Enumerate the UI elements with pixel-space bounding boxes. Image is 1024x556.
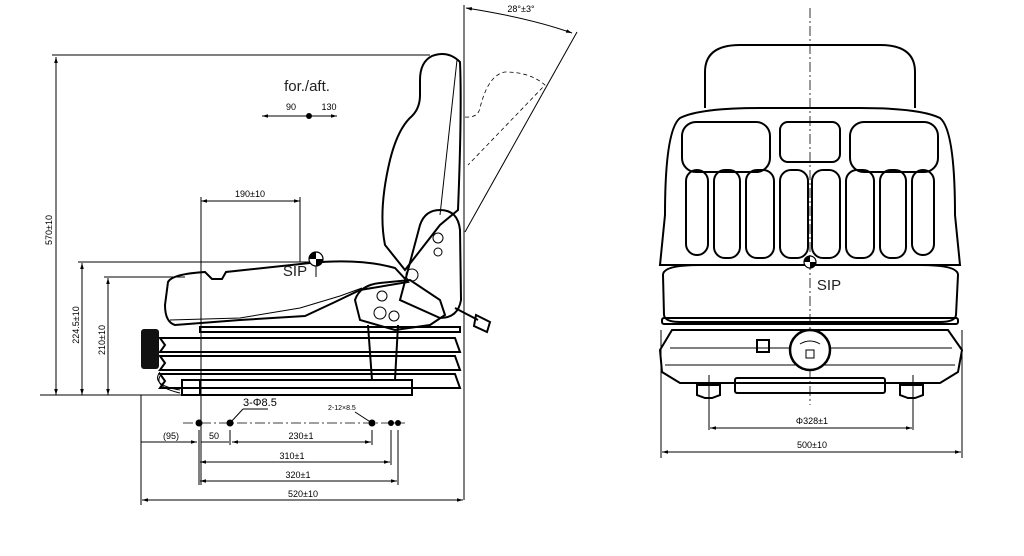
sip-label-side: SIP (283, 263, 307, 280)
dim-50-label: 50 (209, 431, 219, 441)
hinge-bolt (433, 247, 443, 257)
suspension-base-front (734, 377, 886, 394)
backrest-ribs (685, 169, 935, 259)
seat-rail (199, 326, 461, 333)
height-lever (756, 339, 770, 353)
mechanism-bolt (376, 290, 388, 302)
dim-310-label: 310±1 (280, 451, 305, 461)
backrest-body (658, 107, 962, 266)
overall-depth-label: 520±10 (288, 489, 318, 499)
backrest-panel-center (779, 121, 841, 163)
sip-offset-label: 190±10 (235, 189, 265, 199)
seat-cushion-front (661, 264, 960, 323)
front-view: SIP Φ328±1 500±10 (658, 8, 964, 458)
holes-note-2: 2-12×8.5 (328, 405, 356, 412)
mounting-slot (395, 420, 401, 426)
dim-230-label: 230±1 (289, 431, 314, 441)
mechanism-bolt (373, 306, 387, 320)
seat-pan-line (169, 287, 363, 321)
weight-adjust-knob (141, 329, 159, 369)
backrest-top (704, 44, 916, 108)
suspension-bellows-upper (158, 337, 462, 353)
mount-foot-left (696, 384, 721, 399)
hinge-bolt (405, 268, 419, 282)
suspension-handle (367, 324, 399, 381)
dim-320-label: 320±1 (286, 470, 311, 480)
side-view: 570±10 224.5±10 210±10 28°±3° for./aft. … (40, 4, 578, 505)
mounting-hole (195, 419, 203, 427)
weight-indicator (805, 349, 815, 359)
bolt-spacing-label: Φ328±1 (796, 416, 828, 426)
backrest-seam (439, 59, 458, 216)
backrest-panel-left (681, 121, 771, 173)
backrest-outline (381, 53, 462, 272)
air-hose (157, 371, 181, 394)
overall-height-label: 570±10 (44, 215, 54, 245)
suspension-bellows-middle (158, 355, 462, 371)
fore-travel-label: 90 (286, 102, 296, 112)
seat-rail-front (661, 317, 959, 325)
sip-marker-front (803, 255, 817, 269)
recline-angle-label: 28°±3° (507, 4, 535, 14)
suspension-bellows-lower (158, 373, 462, 389)
cushion-height-label: 210±10 (97, 325, 107, 355)
leader-line (229, 408, 244, 424)
sip-marker (308, 251, 324, 277)
backrest-panel-right (849, 121, 939, 173)
aft-travel-label: 130 (321, 102, 336, 112)
dim-95-label: (95) (163, 431, 179, 441)
sip-label-front: SIP (817, 277, 841, 294)
mounting-slot (388, 420, 394, 426)
for-aft-origin-dot (306, 113, 312, 119)
recline-hinge-plate (398, 208, 463, 320)
knob-arrow-icon (799, 340, 821, 345)
mount-foot-right (899, 384, 924, 399)
recline-lever (454, 307, 492, 334)
leader-line (354, 411, 373, 424)
base-bracket (181, 379, 201, 396)
recline-arc (465, 7, 573, 34)
hinge-bolt (432, 232, 444, 244)
seat-cushion-outline (163, 260, 410, 327)
reclined-backrest-outline (464, 71, 546, 166)
holes-note-1: 3-Φ8.5 (243, 397, 277, 409)
recline-line (464, 31, 578, 233)
overall-width-label: 500±10 (797, 440, 827, 450)
sip-height-label: 224.5±10 (71, 306, 81, 343)
mechanism-bolt (388, 310, 400, 322)
for-aft-label: for./aft. (284, 78, 330, 95)
slide-mechanism (353, 278, 447, 332)
